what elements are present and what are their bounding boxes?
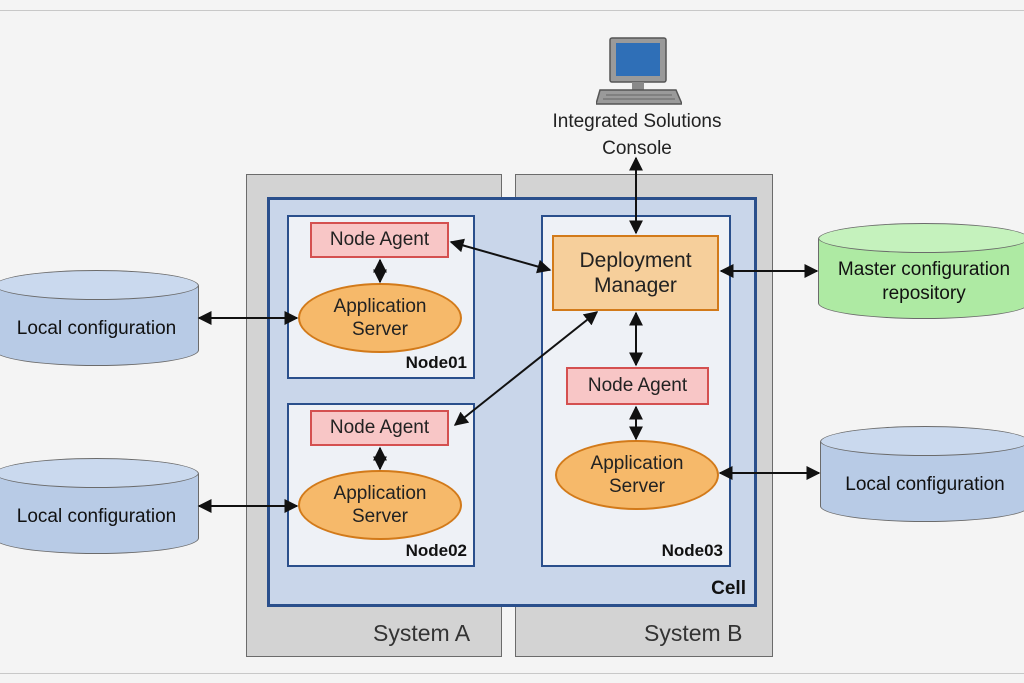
system-b-label: System B	[644, 620, 743, 646]
system-a-label: System A	[373, 620, 471, 646]
local-configuration-repo-3-label: Local configuration	[845, 474, 1005, 495]
node-agent-node01: Node Agent	[310, 222, 449, 258]
application-server-node01: Application Server	[298, 283, 462, 353]
local-configuration-repo-3: Local configuration	[820, 426, 1024, 522]
application-server-node03: Application Server	[555, 440, 719, 510]
node01-label: Node01	[405, 353, 467, 372]
master-configuration-repository-label: Master configuration repository	[837, 259, 1011, 304]
application-server-node02-label: Application Server	[333, 483, 427, 527]
node-agent-node03: Node Agent	[566, 367, 709, 405]
cell-label: Cell	[711, 578, 746, 599]
local-configuration-repo-1-label: Local configuration	[16, 318, 177, 339]
master-configuration-repository: Master configuration repository	[818, 223, 1024, 319]
node-agent-node02: Node Agent	[310, 410, 449, 446]
console-label: Integrated Solutions Console	[552, 111, 722, 159]
top-divider	[0, 10, 1024, 11]
application-server-node02: Application Server	[298, 470, 462, 540]
local-configuration-repo-2-label: Local configuration	[16, 506, 177, 527]
application-server-node01-label: Application Server	[333, 296, 427, 340]
computer-icon	[596, 37, 682, 105]
local-configuration-repo-1: Local configuration	[0, 270, 199, 366]
local-configuration-repo-2: Local configuration	[0, 458, 199, 554]
application-server-node03-label: Application Server	[590, 453, 684, 497]
deployment-manager-label: Deployment Manager	[579, 249, 692, 297]
bottom-divider	[0, 673, 1024, 674]
deployment-manager: Deployment Manager	[552, 235, 719, 311]
node02-label: Node02	[405, 541, 467, 560]
node03-label: Node03	[661, 541, 723, 560]
